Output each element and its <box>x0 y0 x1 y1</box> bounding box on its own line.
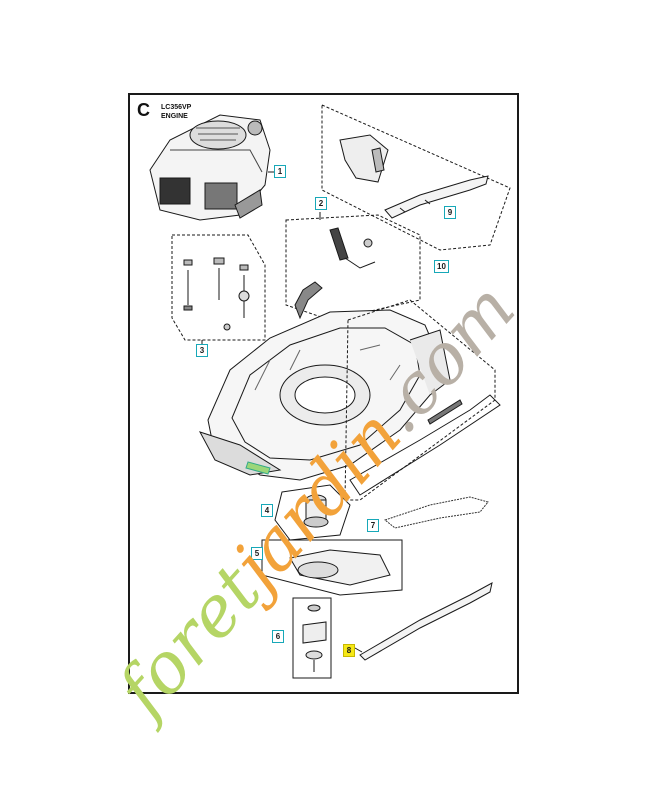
drive-belt-part <box>383 496 489 529</box>
callout-10[interactable]: 10 <box>434 260 449 273</box>
model-label: LC356VP ENGINE <box>161 103 191 121</box>
mulch-plug-part <box>321 104 511 251</box>
drive-rod-part <box>349 394 501 496</box>
model-subtitle: ENGINE <box>161 113 188 120</box>
callout-2[interactable]: 2 <box>315 197 327 210</box>
callout-4[interactable]: 4 <box>261 504 273 517</box>
blade-hub-part <box>292 597 332 679</box>
height-adjuster-part <box>285 214 421 321</box>
watermark-text: foretjardin.com <box>98 268 530 735</box>
blade-guard-part <box>261 539 403 596</box>
callout-3[interactable]: 3 <box>196 344 208 357</box>
callout-6[interactable]: 6 <box>272 630 284 643</box>
engine-part <box>149 114 271 221</box>
section-letter: C <box>137 100 150 120</box>
callout-9[interactable]: 9 <box>444 206 456 219</box>
mower-deck-part <box>198 309 451 481</box>
callout-8[interactable]: 8 <box>343 644 355 657</box>
blade-adapter-part <box>274 484 351 541</box>
callout-1[interactable]: 1 <box>274 165 286 178</box>
bolt-kit-part <box>171 234 266 341</box>
spring-part <box>427 399 463 425</box>
model-code: LC356VP <box>161 104 192 111</box>
callout-7[interactable]: 7 <box>367 519 379 532</box>
callout-5[interactable]: 5 <box>251 547 263 560</box>
leader-line <box>354 647 363 653</box>
lower-blade-part <box>359 582 493 661</box>
